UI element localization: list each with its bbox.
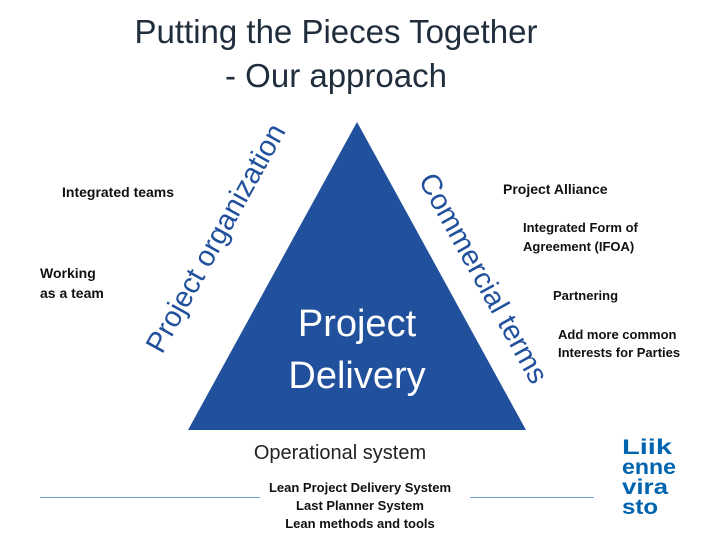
project-delivery-triangle [188,122,526,430]
liikennevirasto-logo: Liik enne vira sto [622,437,676,517]
center-label-line-1: Project [298,303,417,345]
title-line-1: Putting the Pieces Together [134,13,538,50]
center-label-line-2: Delivery [288,355,425,397]
logo-line-2: enne [622,456,676,479]
logo-line-3: vira [622,476,668,499]
logo-line-1: Liik [622,437,672,459]
bottom-rule-left [40,497,260,498]
working-team-line-1: Working [40,265,96,281]
ifoa-line-1: Integrated Form of [523,220,638,235]
lean-line-2: Last Planner System [296,498,424,513]
logo-line-4: sto [622,496,658,517]
lean-line-1: Lean Project Delivery System [268,480,452,495]
slide-title: Putting the Pieces Together - Our approa… [0,10,672,98]
common-line-2: Interests for Parties [558,345,681,360]
partnering-label: Partnering [553,288,619,303]
project-alliance-label: Project Alliance [503,181,608,197]
working-team-line-2: as a team [40,285,104,301]
lean-line-3: Lean methods and tools [285,516,435,531]
common-line-1: Add more common [558,327,677,342]
base-label: Operational system [254,442,426,464]
ifoa-line-2: Agreement (IFOA) [523,239,635,254]
integrated-teams-label: Integrated teams [62,184,175,200]
title-line-2: - Our approach [225,57,447,94]
working-team-label: Working as a team [40,263,104,303]
common-interests-label: Add more common Interests for Parties [558,326,680,362]
lean-methods-list: Lean Project Delivery System Last Planne… [0,479,720,533]
ifoa-label: Integrated Form of Agreement (IFOA) [523,218,638,256]
bottom-rule-right [470,497,594,498]
